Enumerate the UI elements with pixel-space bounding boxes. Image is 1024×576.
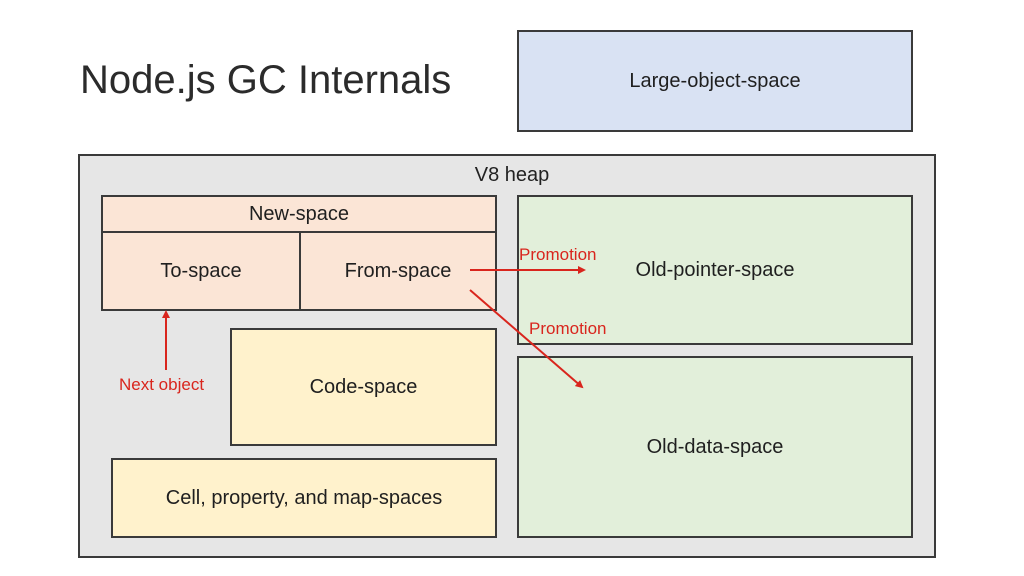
from-space-box: From-space [299,231,497,311]
old-data-space-label: Old-data-space [646,435,784,458]
large-object-space-label: Large-object-space [629,69,801,92]
promotion-label-2: Promotion [529,319,607,338]
cell-property-map-spaces-label: Cell, property, and map-spaces [165,486,443,509]
to-space-box: To-space [101,231,301,311]
v8-heap-label: V8 heap [474,164,550,186]
to-space-label: To-space [160,259,242,282]
code-space-box: Code-space [230,328,497,446]
from-space-label: From-space [344,259,452,282]
code-space-label: Code-space [309,375,418,398]
large-object-space-box: Large-object-space [517,30,913,132]
old-data-space-box: Old-data-space [517,356,913,538]
old-pointer-space-label: Old-pointer-space [635,258,795,281]
new-space-label: New-space [248,202,350,225]
new-space-header: New-space [101,195,497,233]
cell-property-map-spaces-box: Cell, property, and map-spaces [111,458,497,538]
next-object-label: Next object [119,375,205,394]
promotion-label-1: Promotion [519,245,597,264]
page-title: Node.js GC Internals [80,58,452,102]
